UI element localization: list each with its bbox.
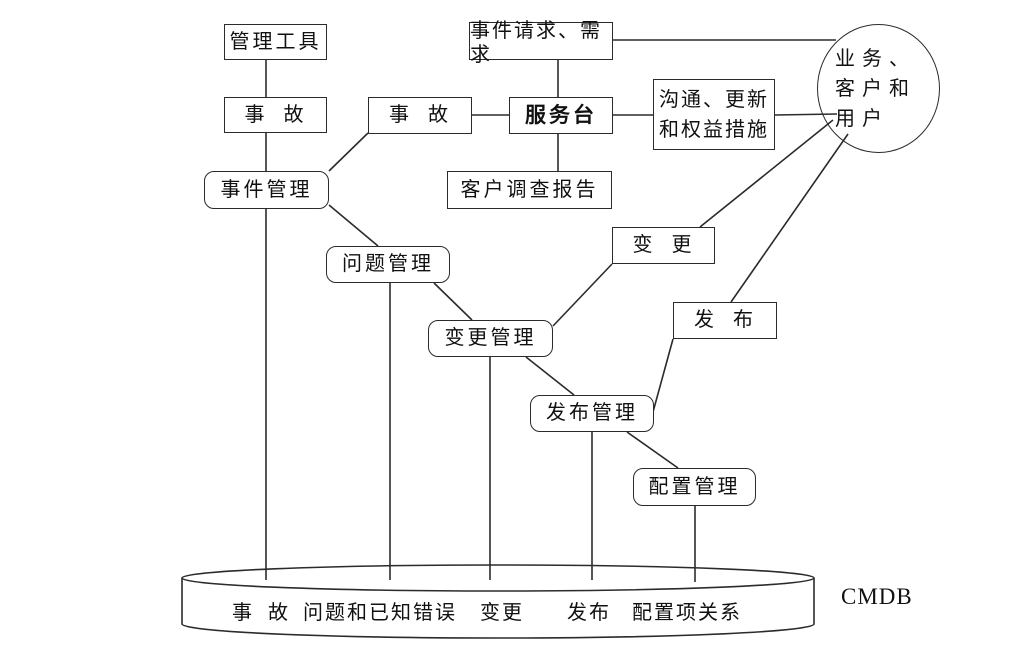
box-event-request-line2: 求 xyxy=(470,43,492,66)
box-change: 变 更 xyxy=(612,227,715,264)
line-actor-to-change xyxy=(699,119,834,228)
box-communication-line2: 和权益措施 xyxy=(659,118,769,141)
box-service-desk: 服务台 xyxy=(509,97,613,134)
cmdb-title: CMDB xyxy=(841,584,913,609)
box-event-request: 事件请求、需 求 xyxy=(469,19,613,66)
actor-line1: 业 务 、 xyxy=(835,47,910,70)
actor-line3: 用 户 xyxy=(835,107,883,130)
line-problemmgmt-to-changemgmt xyxy=(433,282,473,321)
line-changemgmt-to-releasemgmt xyxy=(525,356,575,396)
cmdb-item-incident: 事 故 xyxy=(232,602,290,624)
line-releasemgmt-to-configmgmt xyxy=(626,431,679,469)
line-release-to-releasemgmt xyxy=(652,338,674,413)
cmdb-item-ci-relations: 配置项关系 xyxy=(632,602,742,624)
cmdb-cylinder-top xyxy=(181,564,815,592)
line-incidentmgmt-to-problemmgmt xyxy=(328,204,379,247)
line-actor-to-release xyxy=(730,133,849,303)
ellipse-business-customers-users: 业 务 、 客 户 和 用 户 xyxy=(817,24,940,153)
process-change-management: 变更管理 xyxy=(428,320,553,357)
box-communication: 沟通、更新 和权益措施 xyxy=(653,79,775,150)
line-incident-to-incidentmgmt-diag xyxy=(328,132,369,172)
process-configuration-management: 配置管理 xyxy=(633,468,756,506)
box-customer-survey: 客户调查报告 xyxy=(447,171,612,209)
box-incident-left: 事 故 xyxy=(224,97,327,133)
cmdb-cylinder-bottom xyxy=(181,623,815,639)
actor-line2: 客 户 和 xyxy=(835,77,910,100)
cmdb-item-release: 发布 xyxy=(567,602,611,624)
box-communication-line1: 沟通、更新 xyxy=(659,88,769,111)
line-change-to-changemgmt xyxy=(552,263,613,327)
process-problem-management: 问题管理 xyxy=(326,246,450,283)
box-release: 发 布 xyxy=(673,302,777,339)
box-management-tools: 管理工具 xyxy=(224,24,327,60)
box-incident-mid: 事 故 xyxy=(368,97,472,134)
cmdb-item-problems-known-errors: 问题和已知错误 xyxy=(303,602,457,624)
box-event-request-line1: 事件请求、需 xyxy=(470,19,602,42)
process-incident-management: 事件管理 xyxy=(204,171,329,209)
process-release-management: 发布管理 xyxy=(530,395,654,432)
cmdb-item-change: 变更 xyxy=(480,602,524,624)
